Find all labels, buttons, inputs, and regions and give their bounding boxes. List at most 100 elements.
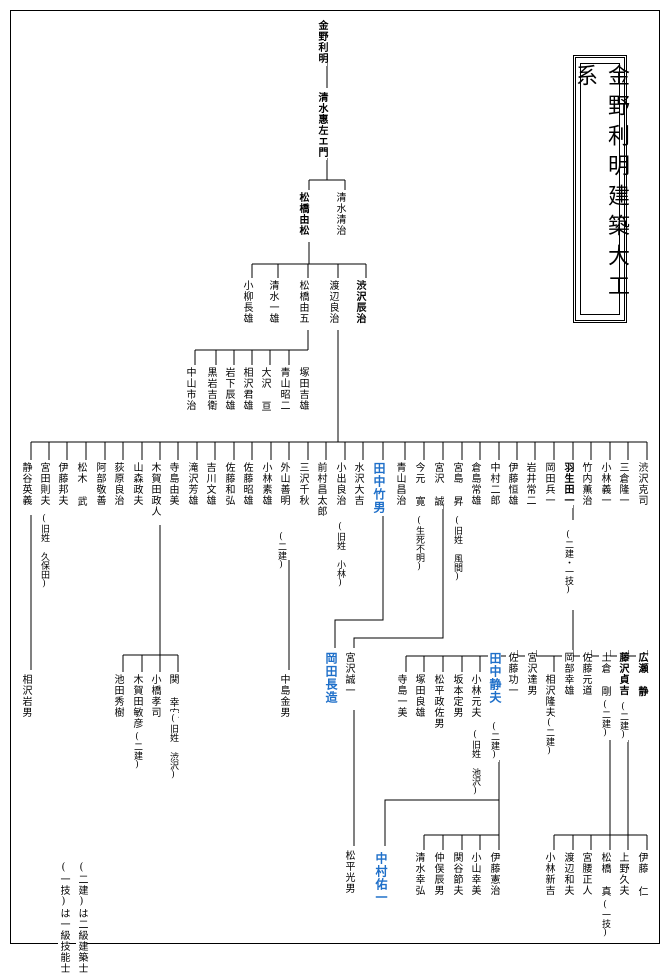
line-segment	[122, 655, 179, 672]
person-node: (旧姓 小林)	[334, 520, 345, 590]
line-segment	[30, 442, 648, 460]
person-node: 坂本定男	[451, 672, 462, 720]
person-node: 清水清治	[334, 190, 345, 238]
diagram-title: 金野利明建築大工系	[572, 64, 629, 304]
person-node: 黒岩吉衛	[205, 365, 216, 413]
person-node: 岡田兵一	[543, 460, 554, 508]
person-node: 松橋由五	[297, 278, 308, 326]
person-node: 清水惠左エ門	[316, 90, 327, 160]
person-node: 伊藤憲治	[488, 850, 499, 898]
person-node: 倉島常雄	[469, 460, 480, 508]
person-node: 関 幸宏	[167, 672, 178, 721]
person-node: 佐藤和弘	[223, 460, 234, 508]
person-node: 佐藤功一	[506, 650, 517, 698]
person-node: 中島金男	[278, 672, 289, 720]
person-node: 小出良治	[334, 460, 345, 508]
line-segment	[353, 505, 444, 648]
person-node: 金野利明	[316, 18, 327, 66]
person-node: 藤沢貞吉	[617, 650, 628, 698]
person-node: 中山市治	[184, 365, 195, 413]
person-node: 岩下辰雄	[223, 365, 234, 413]
person-node: 相沢岩男	[20, 672, 31, 720]
person-node: 田中静夫	[488, 650, 502, 706]
person-node: 松平光男	[343, 848, 354, 896]
person-node: 吉川文雄	[204, 460, 215, 508]
person-node: 中村二郎	[488, 460, 499, 508]
person-node: (二建)	[599, 698, 610, 740]
person-node: 竹内薫治	[580, 460, 591, 508]
person-node: (旧姓 風間)	[451, 514, 462, 584]
person-node: 三倉隆一	[617, 460, 628, 508]
person-node: 伊藤邦夫	[56, 460, 67, 508]
person-node: 宮沢 誠	[432, 460, 443, 509]
person-node: 清水一雄	[267, 278, 278, 326]
person-node: (一技)	[599, 898, 610, 940]
person-node: 阿部敬善	[94, 460, 105, 508]
person-node: 松橋由松	[297, 190, 308, 238]
person-node: 佐藤昭雄	[241, 460, 252, 508]
person-node: 松木 武	[75, 460, 86, 509]
person-node: 小山幸美	[469, 850, 480, 898]
person-node: 宮田則夫	[38, 460, 49, 508]
person-node: 佐藤元道	[580, 650, 591, 698]
person-node: 青山昭二	[278, 365, 289, 413]
line-segment	[405, 650, 648, 672]
person-node: 塚田良雄	[413, 672, 424, 720]
person-node: 滝沢芳雄	[186, 460, 197, 508]
line-segment	[553, 835, 648, 850]
person-node: 池田秀樹	[112, 672, 123, 720]
person-node: (二建)	[131, 730, 142, 772]
person-node: 宮沢誠一	[343, 650, 354, 698]
person-node: 清水幸弘	[413, 850, 424, 898]
person-node: 中村佑一	[374, 850, 388, 906]
person-node: 静谷英義	[20, 460, 31, 508]
line-segment	[384, 799, 499, 846]
person-node: 宮沢達男	[525, 650, 536, 698]
diagram-frame	[10, 10, 660, 944]
person-node: 荻原良治	[112, 460, 123, 508]
person-node: 相沢君雄	[241, 365, 252, 413]
person-node: 渋沢辰治	[354, 278, 365, 326]
person-node: 岩井常二	[524, 460, 535, 508]
person-node: (二建)	[488, 720, 499, 762]
person-node: (二建・一技)	[562, 528, 573, 597]
person-node: 前村昌太郎	[315, 460, 326, 519]
person-node: 渋沢克司	[636, 460, 647, 508]
person-node: 岡部幸雄	[562, 650, 573, 698]
title-plate-inner: 金野利明建築大工系	[572, 63, 629, 315]
person-node: 木賀田政人	[149, 460, 160, 519]
line-segment	[334, 515, 384, 648]
person-node: 小橋孝司	[149, 672, 160, 720]
person-node: (旧姓 渋沢)	[167, 712, 178, 782]
person-node: 伊藤恒雄	[506, 460, 517, 508]
person-node: (生死不明)	[413, 514, 424, 574]
person-node: 水沢大吉	[352, 460, 363, 508]
person-node: 岡田長造	[324, 650, 338, 706]
line-segment	[423, 800, 500, 850]
title-plate: 金野利明建築大工系	[572, 55, 629, 323]
person-node: 松平政佐男	[432, 672, 443, 731]
person-node: 木賀田敏彦	[131, 672, 142, 731]
person-node: 関谷節夫	[451, 850, 462, 898]
legend-note: (一技)は一級技能士	[58, 860, 69, 976]
person-node: (旧姓 久保田)	[38, 512, 49, 591]
person-node: 伊藤 仁	[636, 850, 647, 899]
person-node: 小林新吉	[543, 850, 554, 898]
person-node: (二建)	[275, 530, 286, 572]
person-node: 三沢千秋	[297, 460, 308, 508]
person-node: 今元 寛	[413, 460, 424, 509]
person-node: 外山善明	[278, 460, 289, 508]
person-node: 塚田吉雄	[297, 365, 308, 413]
person-node: 青山昌治	[394, 460, 405, 508]
person-node: 上野久夫	[617, 850, 628, 898]
person-node: 小林義一	[599, 460, 610, 508]
person-node: (旧姓 池沢)	[469, 728, 480, 798]
person-node: 仲俣辰男	[432, 850, 443, 898]
person-node: 相沢隆夫	[543, 672, 554, 720]
person-node: 小林素雄	[260, 460, 271, 508]
person-node: 寺島一美	[395, 672, 406, 720]
person-node: 宮腰正人	[580, 850, 591, 898]
person-node: 羽生田一	[562, 460, 573, 508]
person-node: 広瀬 静	[636, 650, 647, 699]
